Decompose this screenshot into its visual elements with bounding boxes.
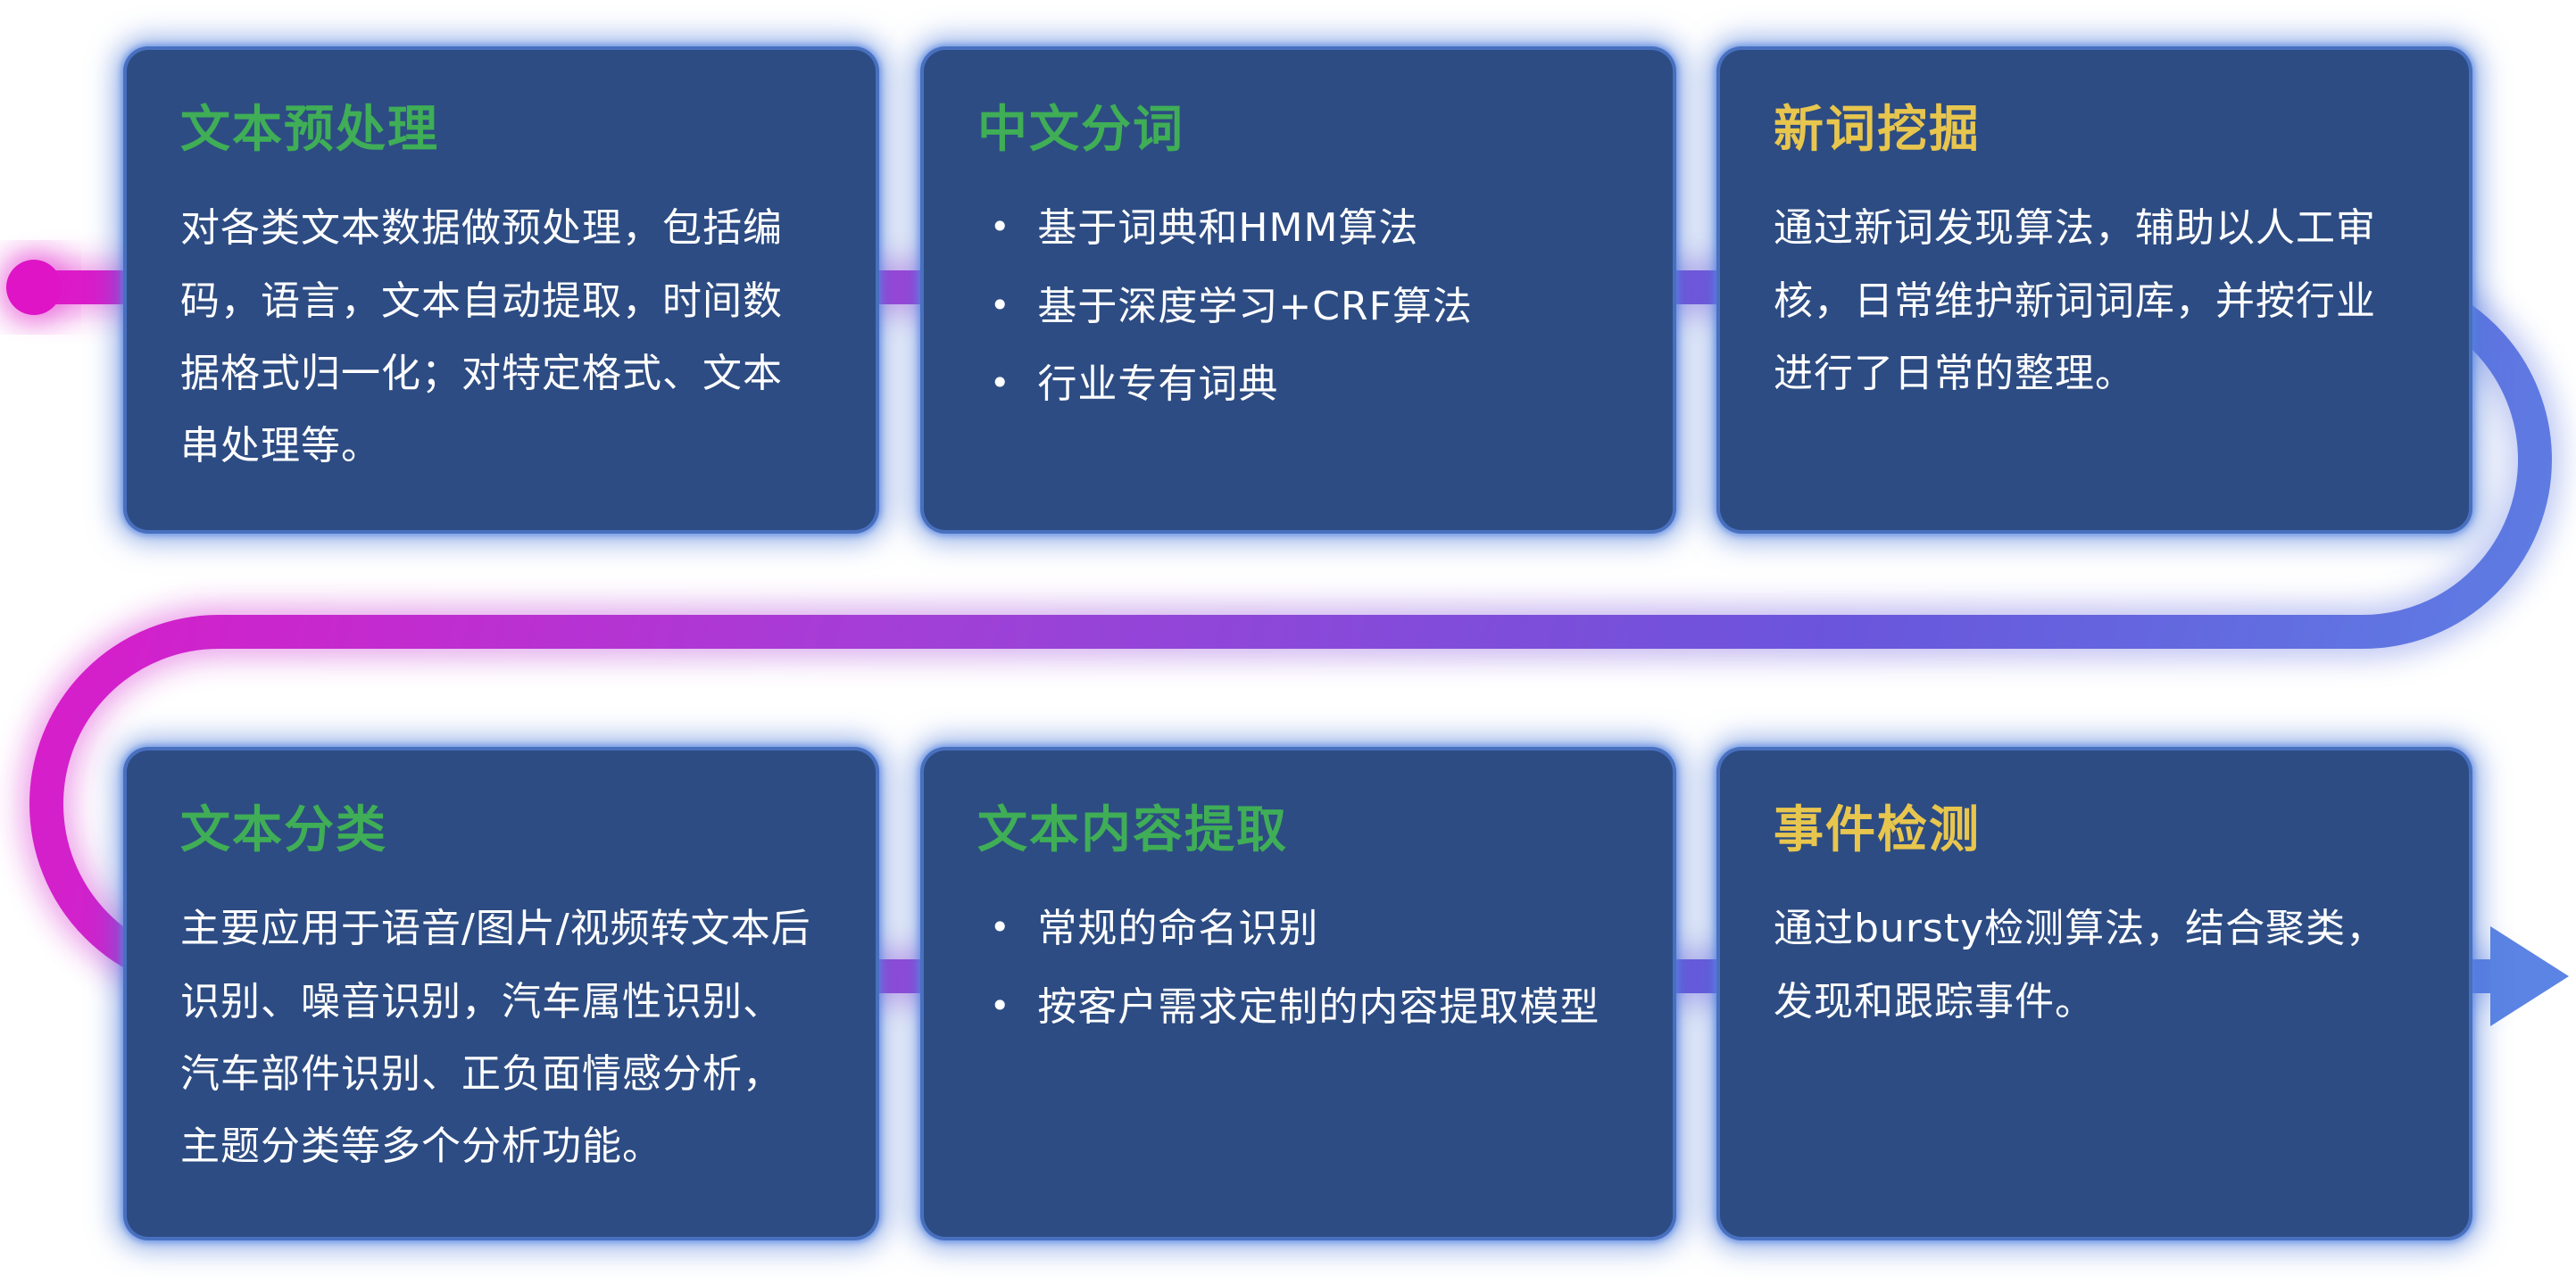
card-title-text-content-extraction: 文本内容提取 — [977, 801, 1288, 859]
card-paragraph-new-word-mining: 通过新词发现算法，辅助以人工审核，日常维护新词词库，并按行业进行了日常的整理。 — [1774, 205, 2376, 396]
list-item: • 基于词典和HMM算法 — [990, 192, 1619, 264]
card-title-text-preprocessing: 文本预处理 — [180, 101, 439, 159]
card-text-classification: 文本分类 主要应用于语音/图片/视频转文本后识别、噪音识别，汽车属性识别、汽车部… — [123, 747, 879, 1240]
list-item: • 行业专有词典 — [990, 348, 1619, 420]
bullet-text: 按客户需求定制的内容提取模型 — [1037, 983, 1600, 1030]
bullet-text: 行业专有词典 — [1037, 361, 1279, 407]
card-event-detection: 事件检测 通过bursty检测算法，结合聚类，发现和跟踪事件。 — [1716, 747, 2472, 1240]
card-chinese-word-segmentation: 中文分词 • 基于词典和HMM算法 • 基于深度学习+CRF算法 • 行业专有词… — [920, 46, 1676, 534]
card-title-new-word-mining: 新词挖掘 — [1774, 101, 1981, 159]
bullet-text: 基于词典和HMM算法 — [1037, 205, 1419, 252]
card-title-chinese-word-segmentation: 中文分词 — [977, 101, 1184, 159]
bullet-icon: • — [990, 285, 1011, 325]
bullet-icon: • — [990, 985, 1011, 1025]
card-title-event-detection: 事件检测 — [1774, 801, 1981, 859]
start-dot — [6, 260, 62, 315]
card-paragraph-text-classification: 主要应用于语音/图片/视频转文本后识别、噪音识别，汽车属性识别、汽车部件识别、正… — [180, 906, 811, 1170]
bullet-icon: • — [990, 908, 1011, 948]
bullet-list-text-content-extraction: • 常规的命名识别 • 按客户需求定制的内容提取模型 — [977, 892, 1619, 1043]
card-paragraph-text-preprocessing: 对各类文本数据做预处理，包括编码，语言，文本自动提取，时间数据格式归一化；对特定… — [180, 205, 783, 469]
bullet-text: 基于深度学习+CRF算法 — [1037, 283, 1473, 329]
bullet-text: 常规的命名识别 — [1037, 906, 1319, 952]
card-title-text-classification: 文本分类 — [180, 801, 387, 859]
list-item: • 基于深度学习+CRF算法 — [990, 270, 1619, 343]
bullet-list-chinese-word-segmentation: • 基于词典和HMM算法 • 基于深度学习+CRF算法 • 行业专有词典 — [977, 192, 1619, 420]
card-text-preprocessing: 文本预处理 对各类文本数据做预处理，包括编码，语言，文本自动提取，时间数据格式归… — [123, 46, 879, 534]
bullet-icon: • — [990, 207, 1011, 247]
card-text-content-extraction: 文本内容提取 • 常规的命名识别 • 按客户需求定制的内容提取模型 — [920, 747, 1676, 1240]
list-item: • 按客户需求定制的内容提取模型 — [990, 971, 1619, 1043]
card-new-word-mining: 新词挖掘 通过新词发现算法，辅助以人工审核，日常维护新词词库，并按行业进行了日常… — [1716, 46, 2472, 534]
list-item: • 常规的命名识别 — [990, 892, 1619, 965]
bullet-icon: • — [990, 362, 1011, 402]
pipeline-path — [18, 270, 2553, 993]
card-paragraph-event-detection: 通过bursty检测算法，结合聚类，发现和跟踪事件。 — [1774, 906, 2387, 1024]
arrow-head-icon — [2490, 926, 2569, 1026]
